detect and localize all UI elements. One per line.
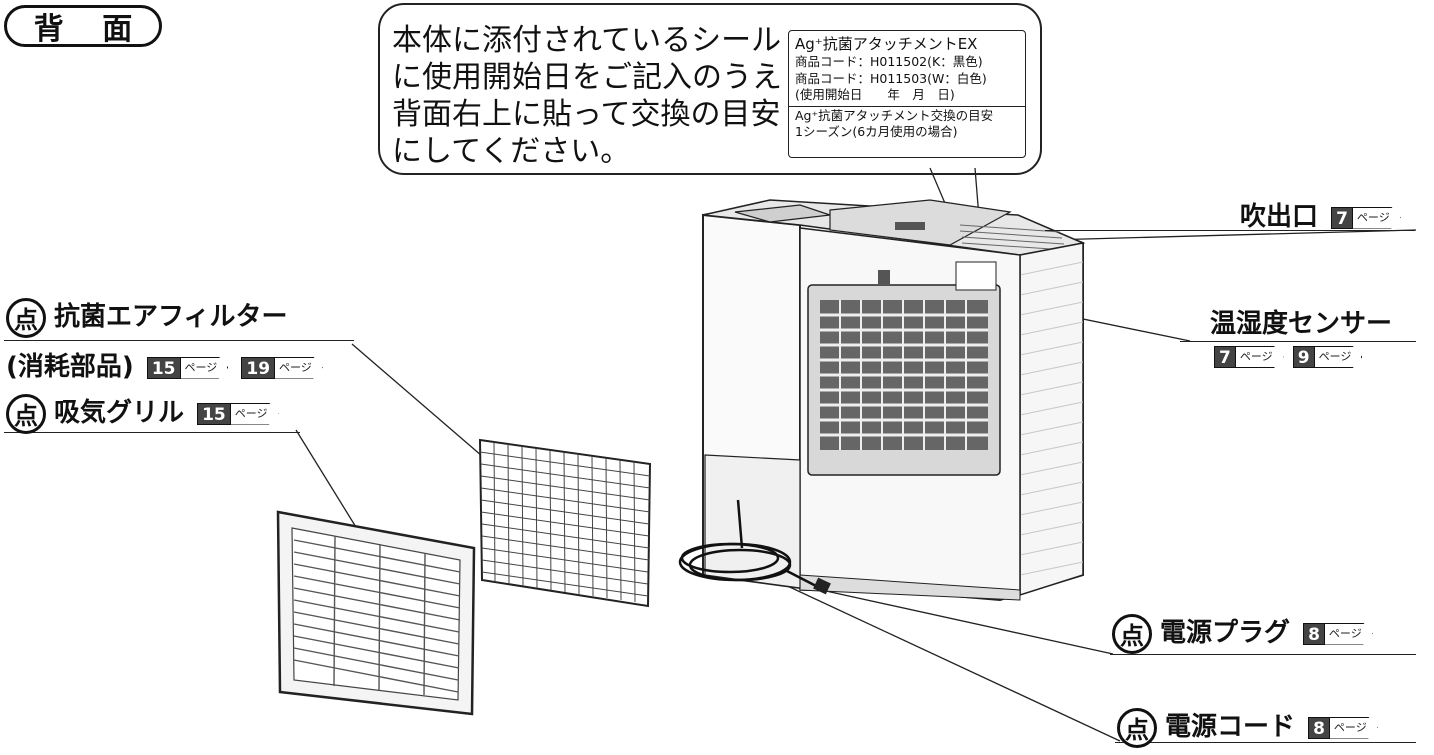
power-plug-drawing [813,577,831,595]
seal-divider [789,105,1025,107]
cord-underline [1115,742,1416,743]
outlet-text: 吹出口 [1240,202,1319,232]
seal-code-black: 商品コード：H011502(K：黒色) [795,54,983,69]
callout-line: にしてください。 [392,134,631,169]
page-number: 8 [1303,622,1325,645]
seal-sticker: Ag⁺抗菌アタッチメントEX 商品コード：H011502(K：黒色) 商品コード… [788,30,1026,158]
seal-guideline: Ag⁺抗菌アタッチメント交換の目安 [795,107,994,123]
page-suffix: ページ [230,402,279,425]
power-cord-drawing [678,499,821,590]
seal-start-date: (使用開始日 年 月 日) [795,87,955,102]
seal-season: 1シーズン(6カ月使用の場合) [795,124,958,139]
filter-underline [4,340,354,341]
point-mark-icon: 点 [1112,613,1152,654]
page-number: 8 [1308,716,1330,739]
callout-line: に使用開始日をご記入のうえ [392,60,782,95]
page-suffix: ページ [1352,206,1401,229]
point-mark-icon: 点 [6,297,46,338]
air-filter-drawing [478,438,652,608]
plug-leader [825,590,1114,655]
page-suffix: ページ [180,356,229,379]
page-number: 7 [1331,206,1353,229]
intake-grille-drawing [276,510,476,716]
plug-text: 電源プラグ [1160,618,1291,648]
outlet-underline [1045,230,1415,231]
seal-product-name: Ag⁺抗菌アタッチメントEX [795,35,978,53]
grille-underline [4,432,300,433]
seal-code-white: 商品コード：H011503(W：白色) [795,70,987,86]
grille-text: 吸気グリル [54,398,185,428]
page-suffix: ページ [1329,716,1378,739]
callout-text: 本体に添付されているシール に使用開始日をご記入のうえ 背面右上に貼って交換の目… [392,22,782,170]
page-suffix: ページ [1324,622,1373,645]
page-number: 15 [146,356,181,379]
page-number: 15 [197,402,231,425]
cord-leader [765,575,1121,742]
point-mark-icon: 点 [6,393,46,434]
filter-label: 点抗菌エアフィルター [6,296,287,338]
humidifier-body [702,199,1086,602]
page-suffix: ページ [1314,346,1363,368]
sensor-underline [1180,341,1416,342]
callout-line: 背面右上に貼って交換の目安 [392,97,781,132]
filter-text: 抗菌エアフィルター [54,302,288,332]
page-number: 19 [241,356,276,379]
page-suffix: ページ [275,356,323,379]
page-number: 9 [1292,346,1315,368]
cord-text: 電源コード [1165,712,1296,742]
outlet-leader [1047,229,1417,241]
callout-line: 本体に添付されているシール [392,23,782,58]
page-suffix: ページ [1235,346,1284,368]
page-number: 7 [1214,346,1236,368]
section-title: 背 面 [4,5,162,47]
plug-underline [1110,654,1416,655]
sensor-label: 温湿度センサー [1210,309,1393,339]
point-mark-icon: 点 [1117,707,1157,748]
filter-sub-text: (消耗部品) [6,352,134,382]
